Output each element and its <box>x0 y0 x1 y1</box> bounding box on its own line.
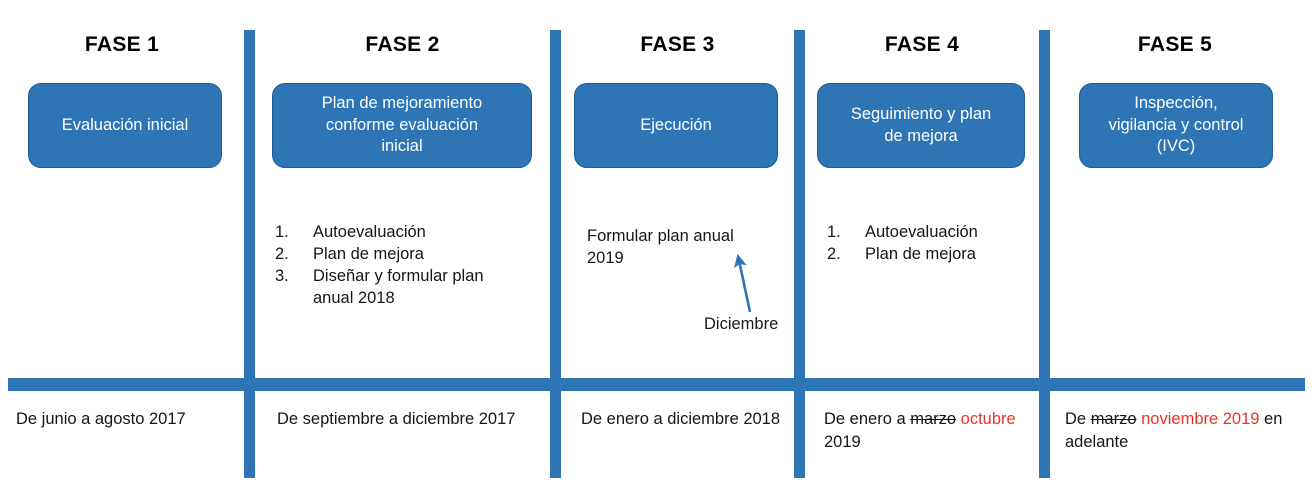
task-label: Autoevaluación <box>865 223 978 241</box>
date-segment-highlighted: noviembre 2019 <box>1141 410 1260 428</box>
task-item: 3. Diseñar y formular plan anual 2018 <box>275 266 530 310</box>
phase-box-2-line-1: Plan de mejoramiento <box>321 93 483 112</box>
phase-note-3-line-1: Formular plan anual <box>587 227 734 245</box>
phase-box-4[interactable]: Seguimiento y plan de mejora <box>817 83 1025 168</box>
task-number: 1. <box>275 223 289 241</box>
task-label: Plan de mejora <box>313 244 424 263</box>
task-label: Diseñar y formular plan anual 2018 <box>313 266 484 307</box>
task-item: 2. Plan de mejora <box>275 244 530 266</box>
phase-task-list-2: 1. Autoevaluación 2. Plan de mejora 3. D… <box>275 222 530 310</box>
date-segment-struck: marzo <box>1090 410 1137 428</box>
phase-date-1: De junio a agosto 2017 <box>16 408 236 431</box>
task-item: 1. Autoevaluación <box>275 222 530 244</box>
task-label: Autoevaluación <box>313 223 426 241</box>
task-number: 3. <box>275 266 289 285</box>
task-number: 1. <box>827 223 841 241</box>
upward-arrow-icon <box>733 253 752 313</box>
phase-column-3: FASE 3 Ejecución Formular plan anual 201… <box>561 0 794 488</box>
phase-date-4: De enero a marzo octubre 2019 <box>824 408 1036 454</box>
phase-box-4-line-1: Seguimiento y plan <box>850 104 992 123</box>
phase-box-5-line-3: (IVC) <box>1156 137 1196 156</box>
phase-box-3-line-1: Ejecución <box>640 115 712 134</box>
date-segment: De enero a diciembre 2018 <box>581 410 781 428</box>
column-divider-3 <box>794 30 805 478</box>
phase-box-2-line-3: inicial <box>381 137 423 156</box>
phase-box-1-line-1: Evaluación inicial <box>61 115 189 134</box>
phase-task-list-4: 1. Autoevaluación 2. Plan de mejora <box>827 222 1037 266</box>
date-segment: De septiembre a diciembre 2017 <box>277 410 516 428</box>
phase-box-5[interactable]: Inspección, vigilancia y control (IVC) <box>1079 83 1273 168</box>
phase-box-2[interactable]: Plan de mejoramiento conforme evaluación… <box>272 83 532 168</box>
phase-title-1: FASE 1 <box>84 33 160 56</box>
task-number: 2. <box>275 244 289 263</box>
phase-date-5: De marzo noviembre 2019 en adelante <box>1065 408 1313 454</box>
phase-note-3-line-2: 2019 <box>587 248 624 267</box>
task-item: 2. Plan de mejora <box>827 244 1037 266</box>
phase-box-4-text: Seguimiento y plan de mejora <box>851 104 991 148</box>
column-divider-4 <box>1039 30 1050 478</box>
phase-date-3: De enero a diciembre 2018 <box>581 408 796 431</box>
phase-box-5-line-1: Inspección, <box>1134 93 1218 112</box>
phase-note-3: Formular plan anual 2019 <box>587 226 787 270</box>
phase-box-5-text: Inspección, vigilancia y control (IVC) <box>1109 93 1244 158</box>
phase-3-arrow-annotation: Diciembre <box>704 315 779 333</box>
phase-box-2-line-2: conforme evaluación <box>325 115 479 134</box>
date-segment: De junio a agosto 2017 <box>16 410 186 428</box>
task-label: Plan de mejora <box>865 244 976 263</box>
date-segment-struck: marzo <box>910 410 957 428</box>
phase-box-2-text: Plan de mejoramiento conforme evaluación… <box>322 93 483 158</box>
phase-date-2: De septiembre a diciembre 2017 <box>277 408 527 431</box>
date-segment: 2019 <box>824 432 861 451</box>
phase-box-4-line-2: de mejora <box>884 126 958 145</box>
date-segment-highlighted: octubre <box>960 410 1016 428</box>
phase-column-5: FASE 5 Inspección, vigilancia y control … <box>1050 0 1316 488</box>
phase-box-5-line-2: vigilancia y control <box>1108 115 1244 134</box>
date-segment: De <box>1065 410 1091 428</box>
phase-column-1: FASE 1 Evaluación inicial De junio a ago… <box>0 0 244 488</box>
task-number: 2. <box>827 244 841 263</box>
date-segment: en adelante <box>1065 410 1283 451</box>
column-divider-1 <box>244 30 255 478</box>
phase-column-2: FASE 2 Plan de mejoramiento conforme eva… <box>255 0 550 488</box>
phase-title-2: FASE 2 <box>365 33 440 56</box>
column-divider-2 <box>550 30 561 478</box>
phase-box-1[interactable]: Evaluación inicial <box>28 83 222 168</box>
phase-title-4: FASE 4 <box>884 33 960 56</box>
phase-column-4: FASE 4 Seguimiento y plan de mejora 1. A… <box>805 0 1039 488</box>
phase-box-3[interactable]: Ejecución <box>574 83 778 168</box>
task-item: 1. Autoevaluación <box>827 222 1037 244</box>
phase-title-5: FASE 5 <box>1137 33 1213 56</box>
timeline-axis-rule <box>8 378 1305 391</box>
phase-title-3: FASE 3 <box>640 33 715 56</box>
date-segment: De enero a <box>824 410 911 428</box>
